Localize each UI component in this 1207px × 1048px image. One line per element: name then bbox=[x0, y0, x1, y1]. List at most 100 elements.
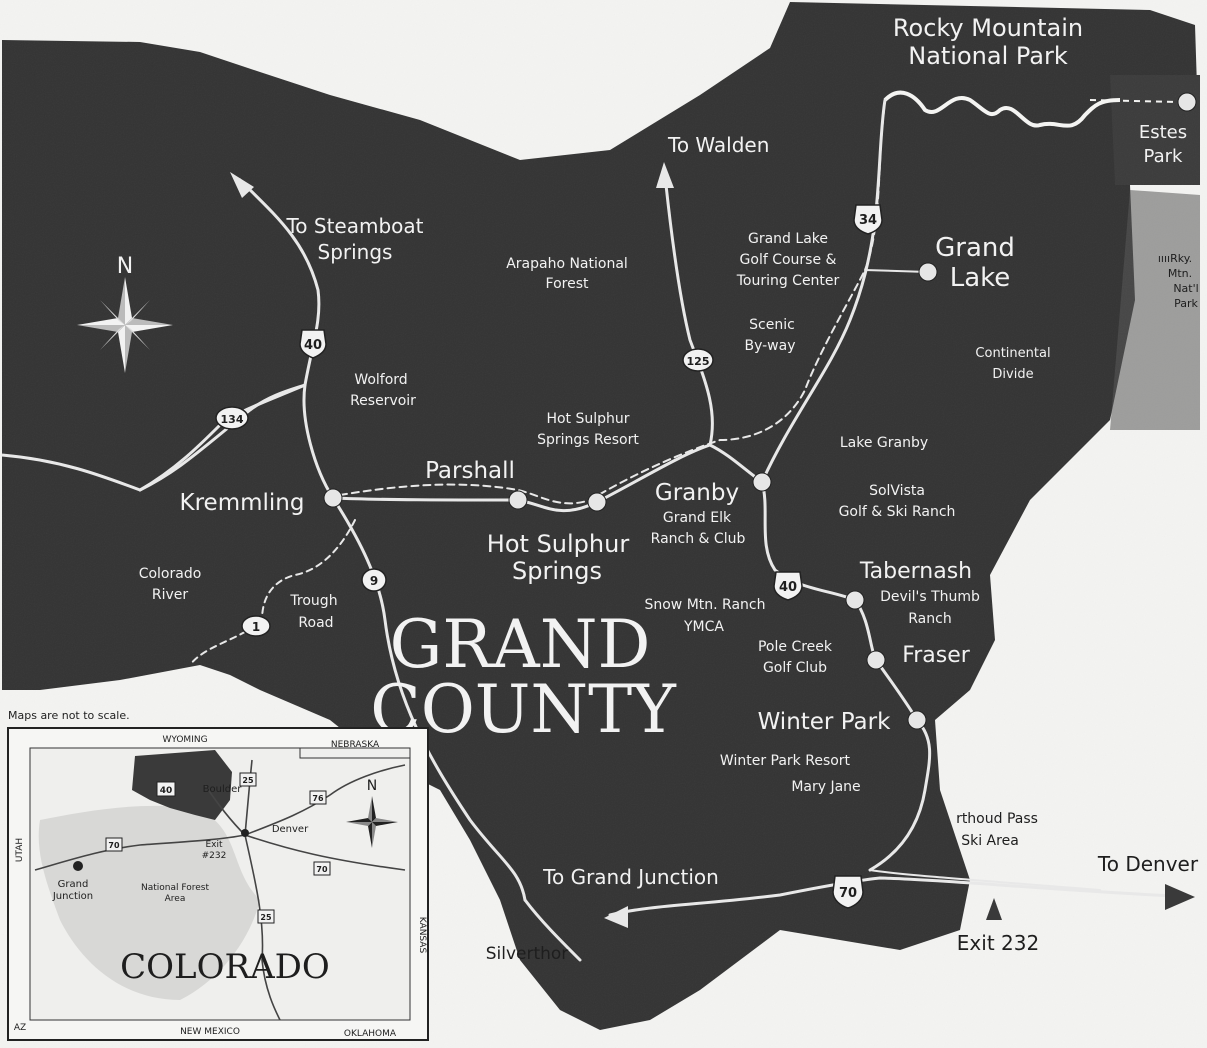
inset-exit-1: Exit bbox=[205, 840, 223, 850]
dot-hot-sulphur bbox=[587, 492, 607, 512]
inset-shield-40: 40 bbox=[156, 781, 176, 797]
inset-exit-2: #232 bbox=[202, 851, 227, 861]
inset-boulder: Boulder bbox=[203, 784, 243, 795]
label-gl-golf-1: Grand Lake bbox=[748, 231, 828, 247]
label-granby: Granby bbox=[655, 480, 739, 506]
label-colorado-river-2: River bbox=[152, 587, 189, 603]
shield-us40-north-label: 40 bbox=[304, 338, 322, 353]
map-labels: Rocky Mountain National Park Estes Park … bbox=[8, 14, 1199, 964]
road-i70-lane bbox=[869, 869, 1101, 891]
label-rky-1: ııııRky. bbox=[1158, 252, 1192, 265]
label-silverthorne: Silverthor bbox=[486, 944, 569, 964]
inset-nebraska-line bbox=[299, 748, 410, 759]
inset-grand-junction-1: Grand bbox=[58, 879, 89, 890]
label-devils-2: Ranch bbox=[908, 611, 951, 627]
arrow-grand-junction bbox=[604, 906, 628, 928]
label-estes-1: Estes bbox=[1139, 122, 1187, 143]
label-gl-golf-2: Golf Course & bbox=[740, 252, 837, 268]
inset-wyoming: WYOMING bbox=[162, 735, 207, 745]
dot-granby bbox=[752, 472, 772, 492]
dot-kremmling bbox=[323, 488, 343, 508]
inset-shield-25a-label: 25 bbox=[242, 776, 254, 785]
label-pole-creek-2: Golf Club bbox=[763, 660, 827, 676]
label-grand-lake-2: Lake bbox=[950, 263, 1011, 293]
arrows bbox=[230, 162, 1195, 928]
label-scenic-1: Scenic bbox=[749, 317, 795, 333]
label-berthoud-2: Ski Area bbox=[961, 833, 1019, 849]
inset-dot-grand-junction bbox=[73, 861, 83, 871]
inset-az: AZ bbox=[14, 1023, 26, 1033]
shield-us40-south: 40 bbox=[773, 571, 803, 601]
dot-estes-park bbox=[1177, 92, 1197, 112]
road-trough-dashed bbox=[189, 519, 356, 666]
inset-shield-25a: 25 bbox=[239, 772, 257, 787]
label-rky-3: Nat'l bbox=[1173, 282, 1198, 295]
inset-kansas: KANSAS bbox=[417, 917, 427, 954]
inset-grand-junction-2: Junction bbox=[52, 891, 93, 902]
label-continental-2: Divide bbox=[992, 367, 1033, 382]
inset-colorado: COLORADO bbox=[120, 947, 330, 987]
dot-grand-lake bbox=[918, 262, 938, 282]
inset-shield-70b: 70 bbox=[313, 861, 331, 876]
inset-shield-25b-label: 25 bbox=[260, 913, 272, 922]
label-estes-2: Park bbox=[1144, 146, 1183, 167]
label-scenic-2: By-way bbox=[744, 338, 795, 354]
park-boundary-wiggle bbox=[883, 90, 1121, 128]
arrow-steamboat bbox=[230, 172, 254, 198]
label-to-grand-junction: To Grand Junction bbox=[542, 865, 719, 889]
label-devils-1: Devil's Thumb bbox=[880, 589, 980, 605]
inset-roads bbox=[34, 759, 406, 1021]
label-maps-note: Maps are not to scale. bbox=[8, 709, 130, 722]
label-winter-park-resort: Winter Park Resort bbox=[720, 753, 851, 769]
inset-shield-25b: 25 bbox=[257, 909, 275, 924]
label-lake-granby: Lake Granby bbox=[840, 435, 928, 451]
town-dots bbox=[323, 92, 1197, 730]
label-hot-sulphur-2: Springs bbox=[512, 557, 602, 585]
inset-shield-76-label: 76 bbox=[312, 794, 324, 803]
road-silverthorne bbox=[523, 898, 582, 962]
inset-new-mexico: NEW MEXICO bbox=[180, 1027, 240, 1037]
label-hs-resort-2: Springs Resort bbox=[537, 432, 639, 448]
inset-shield-40-label: 40 bbox=[160, 786, 173, 796]
compass-north-label: N bbox=[117, 254, 133, 279]
shield-cr1: 1 bbox=[241, 615, 271, 637]
label-hs-resort-1: Hot Sulphur bbox=[546, 411, 629, 427]
label-solvista-2: Golf & Ski Ranch bbox=[839, 504, 956, 520]
shield-i70-label: 70 bbox=[839, 886, 857, 901]
shield-co125: 125 bbox=[682, 348, 714, 372]
compass-rose-icon bbox=[77, 277, 173, 373]
shield-co9-label: 9 bbox=[370, 574, 378, 588]
inset-nebraska: NEBRASKA bbox=[331, 740, 380, 750]
shield-co9: 9 bbox=[361, 568, 387, 592]
inset-shield-70b-label: 70 bbox=[316, 865, 328, 874]
shield-cr1-label: 1 bbox=[252, 620, 260, 634]
label-kremmling: Kremmling bbox=[180, 490, 305, 516]
inset-denver: Denver bbox=[272, 824, 309, 835]
shield-us34-label: 34 bbox=[859, 213, 877, 228]
inset-compass-north: N bbox=[367, 778, 377, 794]
dot-tabernash bbox=[845, 590, 865, 610]
inset-shield-70a: 70 bbox=[105, 837, 123, 852]
label-to-denver: To Denver bbox=[1097, 852, 1199, 876]
dot-winter-park bbox=[907, 710, 927, 730]
label-pole-creek-1: Pole Creek bbox=[758, 639, 833, 655]
arrow-walden bbox=[656, 162, 674, 188]
label-grand-elk-2: Ranch & Club bbox=[651, 531, 746, 547]
shield-co134-label: 134 bbox=[221, 413, 244, 426]
label-grand-elk-1: Grand Elk bbox=[663, 510, 732, 526]
label-berthoud-1: rthoud Pass bbox=[956, 811, 1038, 827]
shield-co134: 134 bbox=[215, 406, 249, 430]
road-grand-lake-spur bbox=[864, 269, 929, 273]
label-winter-park: Winter Park bbox=[758, 709, 892, 735]
inset-compass-icon bbox=[346, 796, 398, 848]
label-arapaho-2: Forest bbox=[546, 276, 589, 292]
label-snow-mtn-1: Snow Mtn. Ranch bbox=[644, 597, 765, 613]
shield-us40-south-label: 40 bbox=[779, 580, 797, 595]
dot-parshall bbox=[508, 490, 528, 510]
inset-national-forest-2: Area bbox=[165, 894, 186, 904]
shield-us34: 34 bbox=[853, 204, 883, 235]
label-grand-county-1: GRAND bbox=[390, 606, 651, 683]
label-rmnp-1: Rocky Mountain bbox=[893, 14, 1083, 42]
dot-fraser bbox=[866, 650, 886, 670]
